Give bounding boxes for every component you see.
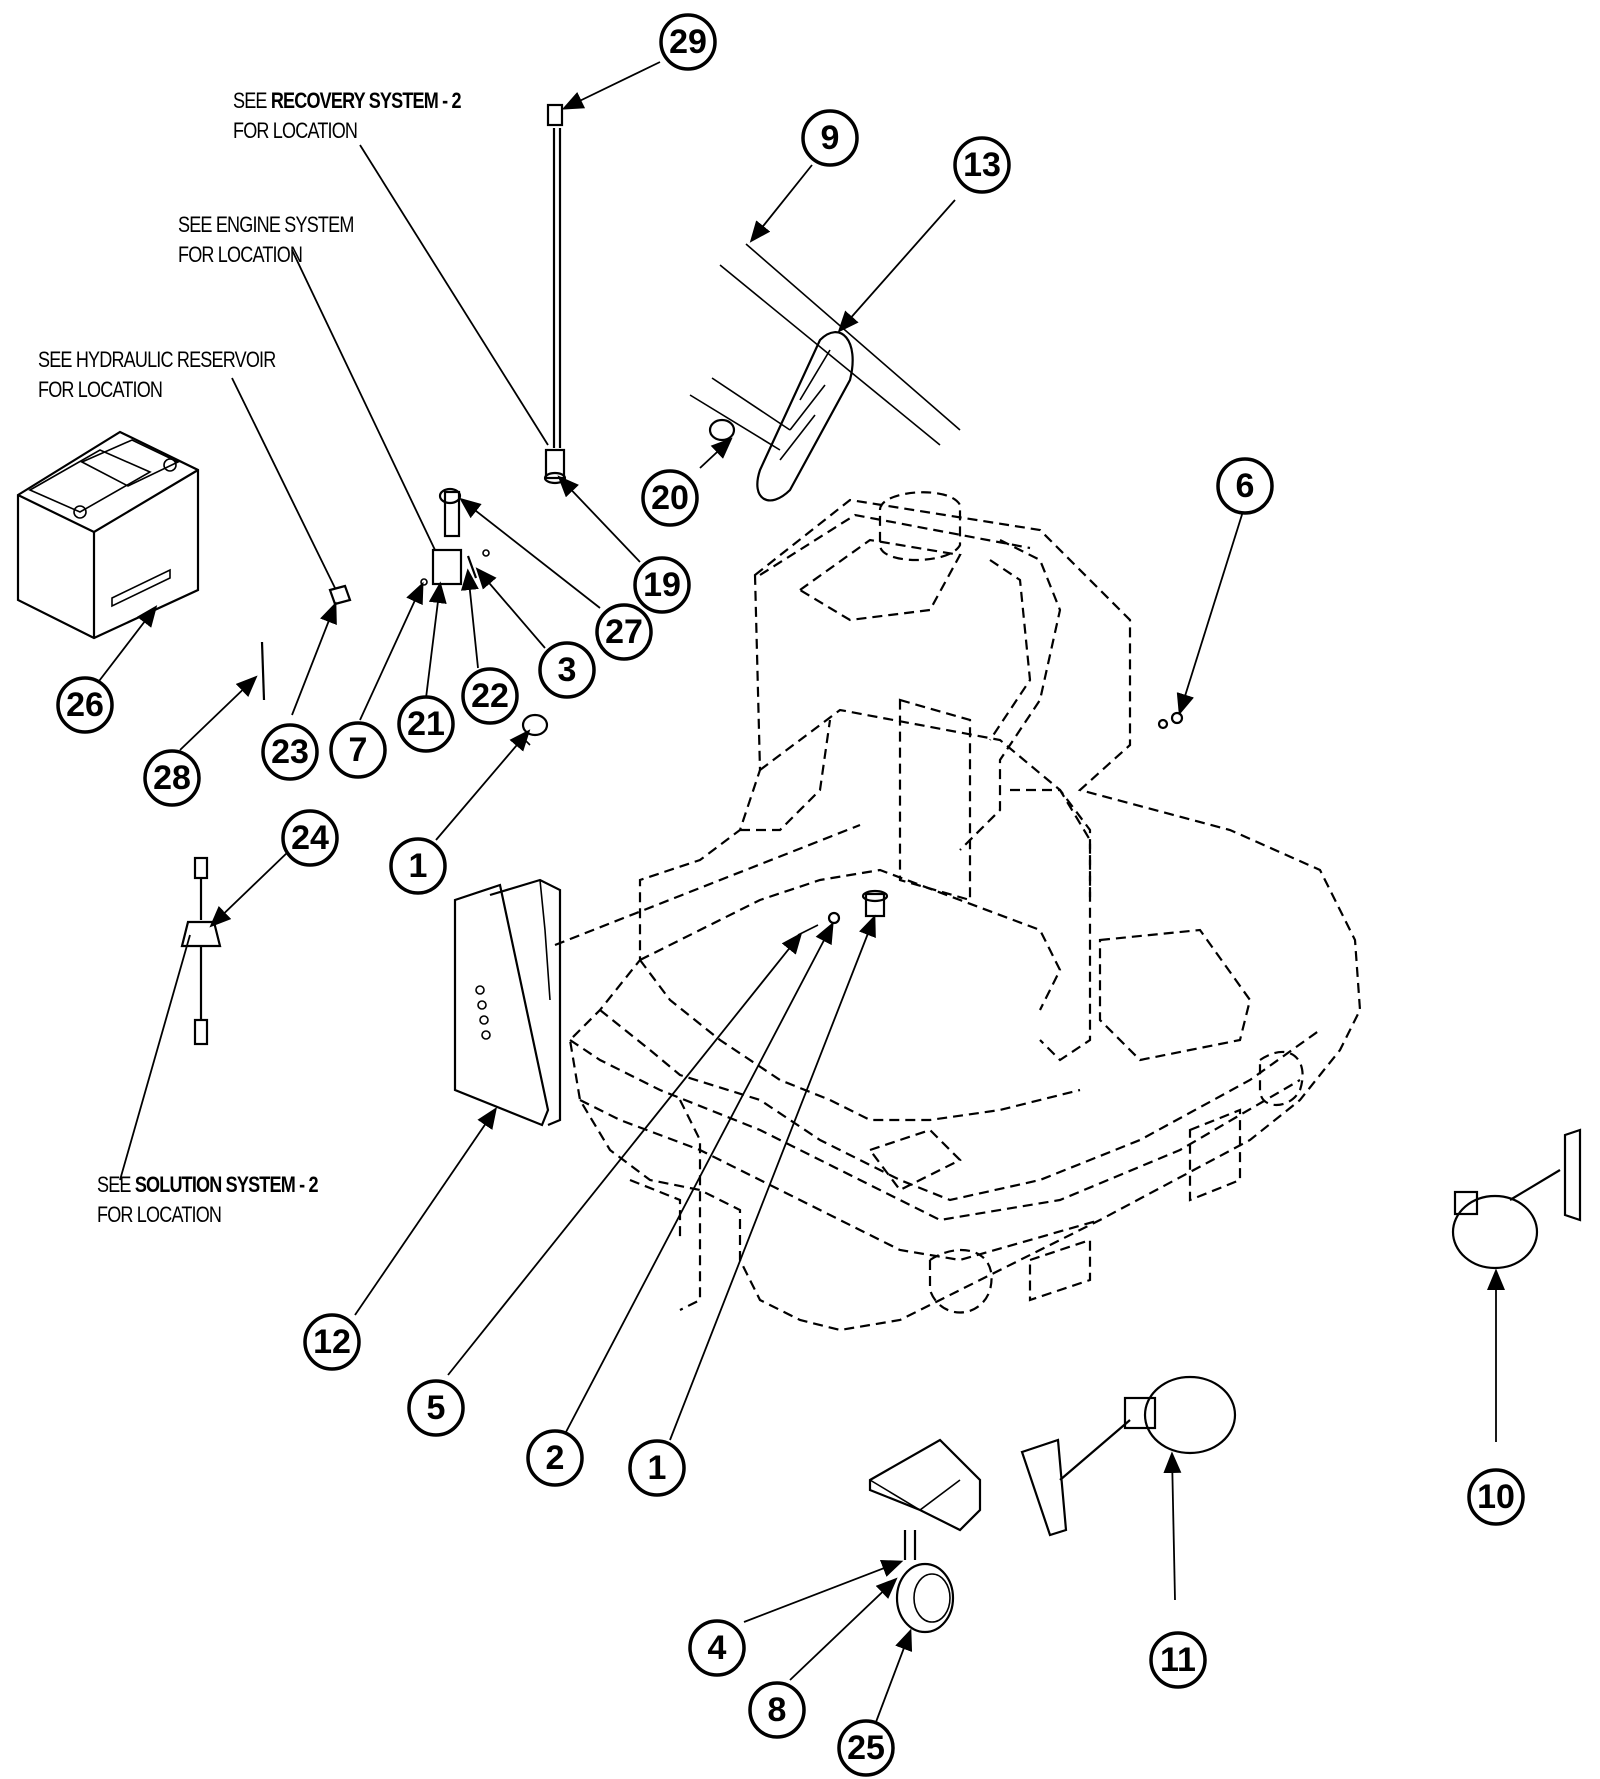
rear-fittings — [797, 889, 889, 936]
note-leaders — [119, 144, 549, 1181]
callout-25: 25 — [837, 1719, 895, 1777]
svg-text:5: 5 — [427, 1389, 446, 1427]
svg-text:10: 10 — [1477, 1478, 1515, 1516]
svg-text:27: 27 — [605, 613, 643, 651]
svg-text:26: 26 — [66, 686, 104, 724]
callout-12: 12 — [303, 1313, 361, 1371]
svg-text:1: 1 — [409, 847, 428, 885]
svg-text:4: 4 — [708, 1629, 727, 1667]
svg-text:3: 3 — [558, 651, 577, 689]
battery — [16, 430, 200, 640]
svg-text:1: 1 — [648, 1449, 667, 1487]
callout-7: 7 — [329, 721, 387, 779]
svg-text:13: 13 — [963, 146, 1001, 184]
nut-and-washer — [1157, 711, 1184, 730]
cable — [260, 641, 266, 701]
svg-text:9: 9 — [821, 119, 840, 157]
svg-text:7: 7 — [349, 731, 368, 769]
callout-8: 8 — [748, 1681, 806, 1739]
level-sensor-probe — [543, 103, 567, 485]
callout-24: 24 — [281, 809, 339, 867]
gauge-panel — [719, 243, 961, 502]
callout-1-lower: 1 — [628, 1439, 686, 1497]
callout-9: 9 — [801, 109, 859, 167]
circuit-board — [453, 823, 861, 1127]
svg-text:8: 8 — [768, 1691, 787, 1729]
svg-text:24: 24 — [291, 819, 329, 857]
callout-23: 23 — [261, 723, 319, 781]
note-hydraulic-reservoir: SEE HYDRAULIC RESERVOIR FOR LOCATION — [38, 347, 276, 402]
horn-assembly — [868, 1438, 982, 1634]
callout-13: 13 — [953, 136, 1011, 194]
machine-frame — [568, 491, 1362, 1332]
callout-11: 11 — [1149, 1631, 1207, 1689]
svg-text:2: 2 — [546, 1439, 565, 1477]
work-light-front — [1020, 1375, 1237, 1537]
float-switch — [180, 856, 222, 1046]
callout-2: 2 — [526, 1429, 584, 1487]
note-recovery-system: SEE RECOVERY SYSTEM - 2 FOR LOCATION — [233, 88, 462, 143]
callout-1-upper: 1 — [389, 837, 447, 895]
callout-4: 4 — [688, 1619, 746, 1677]
svg-text:22: 22 — [471, 677, 509, 715]
cable-clamp — [519, 713, 549, 746]
callout-27: 27 — [595, 603, 653, 661]
connector — [328, 584, 352, 606]
callout-3: 3 — [538, 641, 596, 699]
callout-19: 19 — [633, 556, 691, 614]
svg-text:20: 20 — [651, 479, 689, 517]
svg-text:25: 25 — [847, 1729, 885, 1767]
callout-26: 26 — [56, 676, 114, 734]
work-light-rear — [1451, 1128, 1582, 1270]
svg-text:11: 11 — [1160, 1641, 1196, 1679]
callout-20: 20 — [641, 469, 699, 527]
svg-text:28: 28 — [153, 759, 191, 797]
callout-5: 5 — [407, 1379, 465, 1437]
svg-text:19: 19 — [643, 566, 681, 604]
callout-28: 28 — [143, 749, 201, 807]
note-solution-system: SEE SOLUTION SYSTEM - 2 FOR LOCATION — [97, 1172, 319, 1227]
svg-text:21: 21 — [407, 705, 445, 743]
callout-22: 22 — [461, 667, 519, 725]
svg-text:23: 23 — [271, 733, 309, 771]
callout-leaders — [95, 61, 1505, 1723]
note-engine-system: SEE ENGINE SYSTEM FOR LOCATION — [178, 212, 354, 267]
callout-29: 29 — [659, 13, 717, 71]
svg-text:6: 6 — [1236, 467, 1255, 505]
callout-21: 21 — [397, 695, 455, 753]
callout-10: 10 — [1467, 1468, 1525, 1526]
svg-text:12: 12 — [313, 1323, 351, 1361]
key-switch — [689, 377, 791, 451]
callout-6: 6 — [1216, 457, 1274, 515]
svg-text:29: 29 — [669, 23, 707, 61]
